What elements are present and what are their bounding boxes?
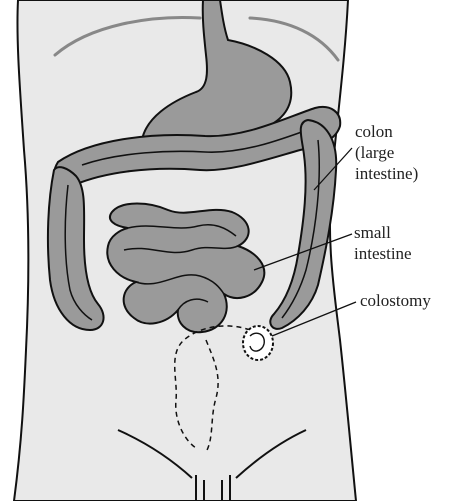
small-intestine-label-line-2: intestine	[354, 243, 412, 264]
colostomy-stoma	[243, 326, 273, 360]
colon-label: colon (large intestine)	[355, 121, 418, 184]
colostomy-label: colostomy	[360, 290, 431, 311]
colon-label-line-1: colon	[355, 121, 418, 142]
colon-label-line-3: intestine)	[355, 163, 418, 184]
small-intestine-label-line-1: small	[354, 222, 412, 243]
small-intestine-label: small intestine	[354, 222, 412, 264]
colon-label-line-2: (large	[355, 142, 418, 163]
colostomy-label-line-1: colostomy	[360, 290, 431, 311]
